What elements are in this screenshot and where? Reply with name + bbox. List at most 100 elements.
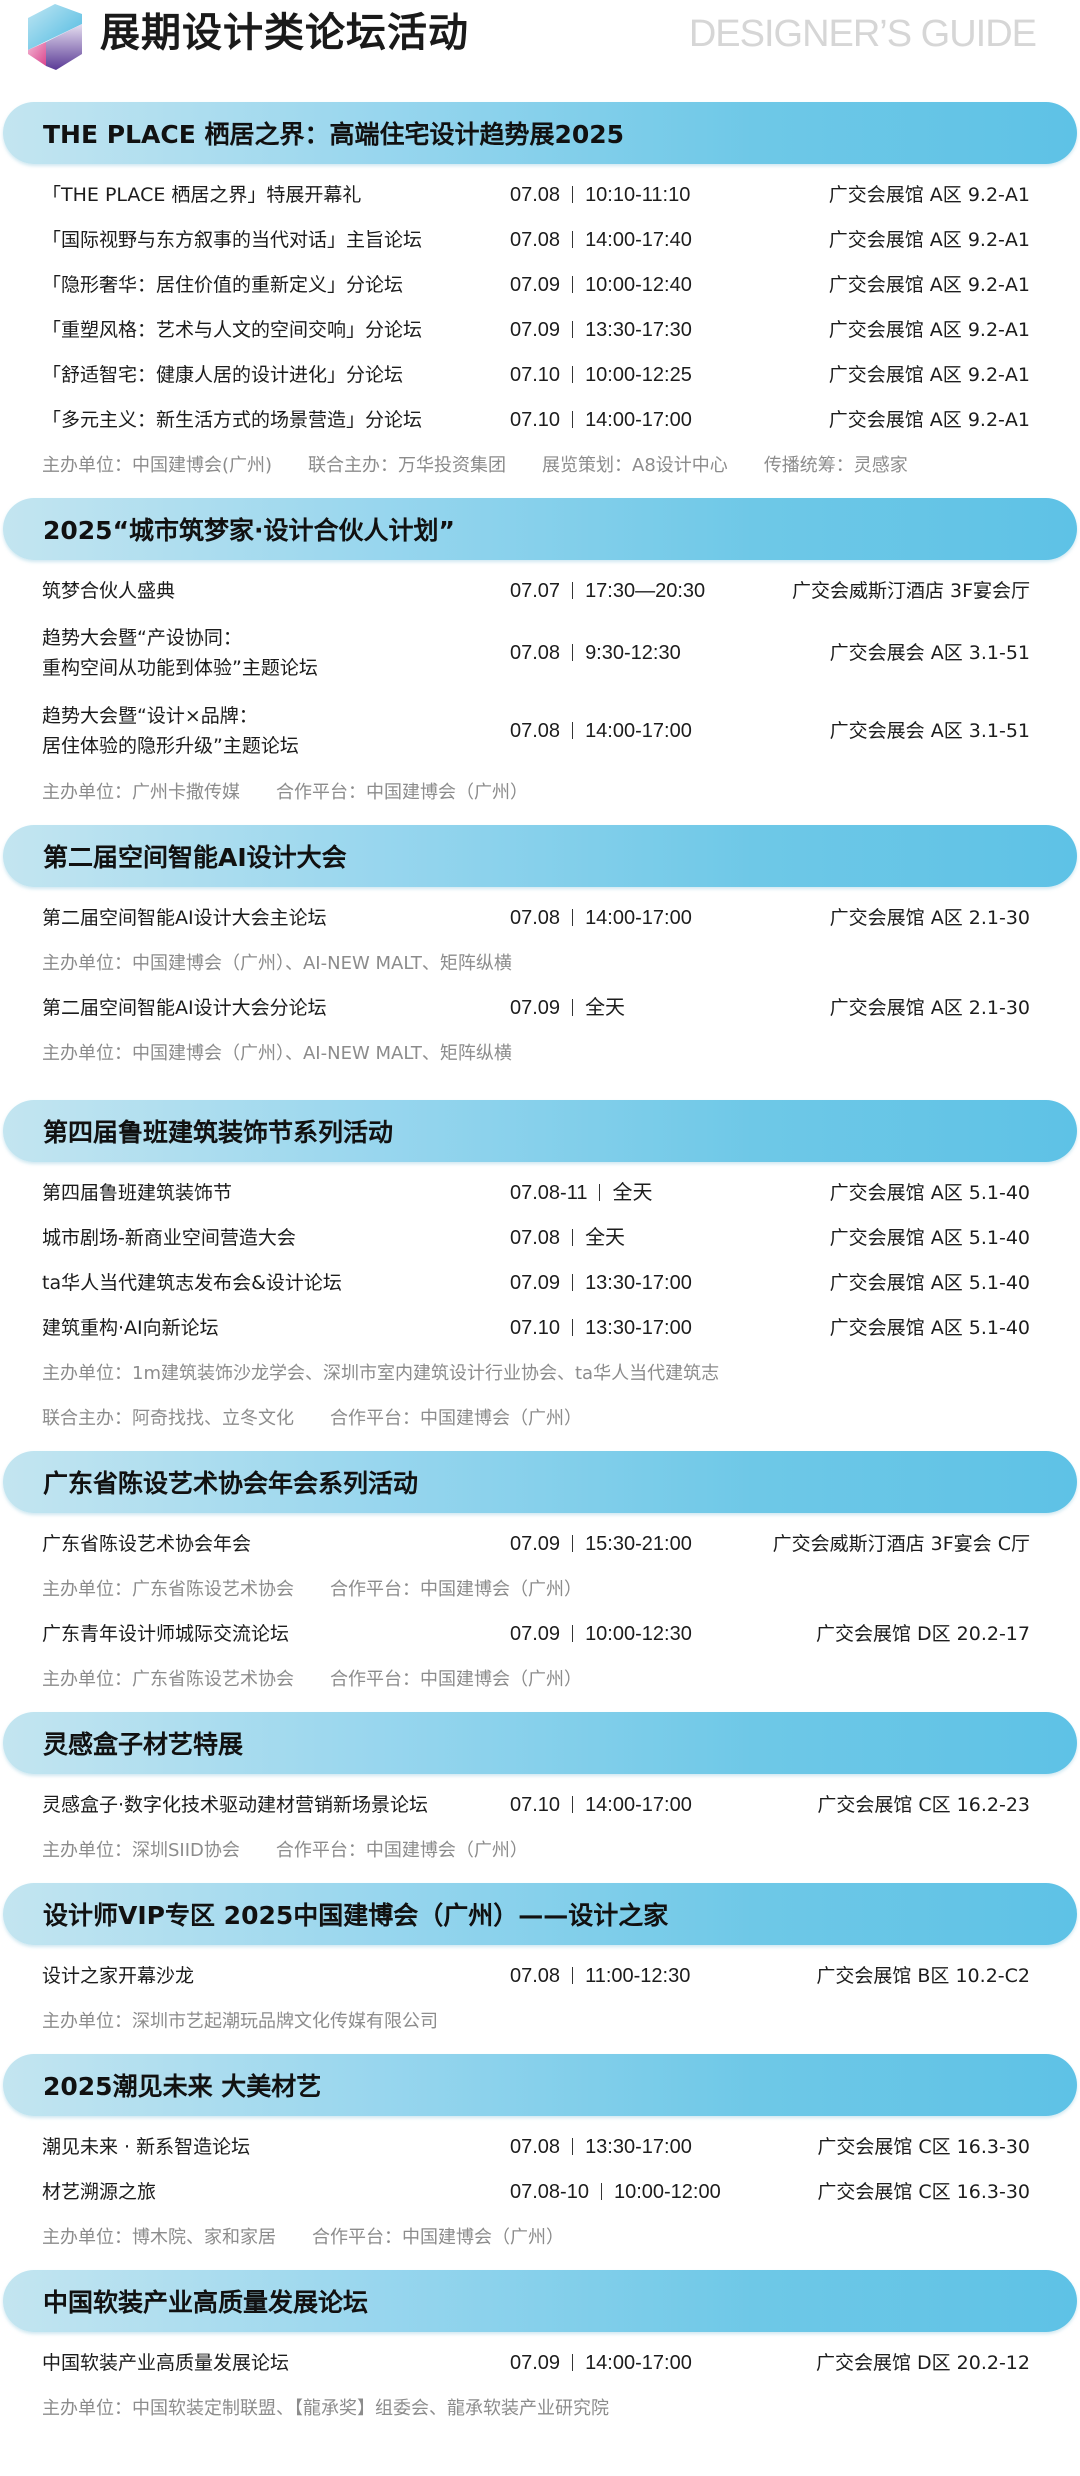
section-title-band: 设计师VIP专区 2025中国建博会（广州）——设计之家 — [3, 1883, 1077, 1945]
event-location: 广交会展馆 C区 16.3-30 — [817, 2136, 1030, 2158]
designers-guide-label: DESIGNER’S GUIDE — [688, 13, 1037, 55]
divider — [572, 2354, 574, 2371]
event-location: 广交会展馆 A区 5.1-40 — [829, 1317, 1030, 1339]
event-time: 10:00-12:25 — [585, 364, 692, 386]
event-time: 14:00-17:00 — [585, 1794, 692, 1816]
event-date: 07.07 — [510, 580, 561, 602]
event-time: 15:30-21:00 — [585, 1533, 692, 1555]
section-title-band: 中国软装产业高质量发展论坛 — [3, 2270, 1077, 2332]
event-datetime: 07.08 9:30-12:30 — [510, 614, 681, 692]
event-time: 10:10-11:10 — [585, 184, 691, 206]
event-location: 广交会展会 A区 3.1-51 — [829, 720, 1030, 742]
event-time: 10:00-12:40 — [585, 274, 692, 296]
event-time: 13:30-17:00 — [585, 1272, 692, 1294]
event-name: 趋势大会暨“产设协同：重构空间从功能到体验”主题论坛 — [42, 623, 318, 683]
event-location: 广交会展馆 A区 9.2-A1 — [828, 184, 1030, 206]
section-title-band: 广东省陈设艺术协会年会系列活动 — [3, 1451, 1077, 1513]
event-date: 07.09 — [510, 274, 561, 296]
event-location: 广交会展馆 D区 20.2-17 — [815, 1623, 1030, 1645]
organizer-item: 展览策划：A8设计中心 — [542, 455, 728, 476]
divider — [572, 1535, 574, 1552]
event-location: 广交会威斯汀酒店 3F宴会厅 — [791, 580, 1030, 602]
event-time: 9:30-12:30 — [585, 642, 681, 664]
organizer-item: 合作平台：中国建博会（广州） — [330, 1669, 582, 1690]
event-section: THE PLACE 栖居之界：高端住宅设计趋势展2025「THE PLACE 栖… — [0, 102, 1080, 488]
event-date: 07.08 — [510, 229, 561, 251]
event-name: 「重塑风格：艺术与人文的空间交响」分论坛 — [42, 319, 423, 341]
event-name: 灵感盒子·数字化技术驱动建材营销新场景论坛 — [42, 1794, 429, 1816]
event-location: 广交会展馆 B区 10.2-C2 — [816, 1965, 1030, 1987]
event-row[interactable]: 趋势大会暨“产设协同：重构空间从功能到体验”主题论坛 07.08 9:30-12:3… — [0, 614, 1080, 692]
event-name: 「国际视野与东方叙事的当代对话」主旨论坛 — [42, 229, 423, 251]
event-name: 第二届空间智能AI设计大会分论坛 — [42, 997, 327, 1019]
event-date: 07.09 — [510, 319, 561, 341]
page-header: 展期设计类论坛活动 DESIGNER’S GUIDE — [0, 0, 1080, 70]
event-name: 第四届鲁班建筑装饰节 — [42, 1182, 233, 1204]
event-location: 广交会展馆 A区 5.1-40 — [829, 1272, 1030, 1294]
event-time: 14:00-17:00 — [585, 720, 692, 742]
event-location: 广交会展馆 A区 9.2-A1 — [828, 274, 1030, 296]
organizer-item: 合作平台：中国建博会（广州） — [275, 1840, 528, 1861]
event-name: 材艺溯源之旅 — [42, 2181, 157, 2203]
divider — [572, 644, 574, 661]
organizer-info: 主办单位：博木院、家和家居合作平台：中国建博会（广州） — [0, 2215, 1080, 2260]
organizer-info: 主办单位：中国建博会（广州）、AI-NEW MALT、矩阵纵横 — [0, 1031, 1080, 1076]
event-location: 广交会展馆 C区 16.3-30 — [817, 2181, 1030, 2203]
section-title-band: 灵感盒子材艺特展 — [3, 1712, 1077, 1774]
event-location: 广交会展馆 A区 9.2-A1 — [828, 229, 1030, 251]
page-title: 展期设计类论坛活动 — [100, 10, 469, 56]
event-name-line: 趋势大会暨“设计×品牌： — [42, 705, 258, 727]
event-date: 07.08 — [510, 642, 561, 664]
event-time: 全天 — [585, 1227, 626, 1249]
event-sections: THE PLACE 栖居之界：高端住宅设计趋势展2025「THE PLACE 栖… — [0, 102, 1080, 2441]
hexagon-logo-icon — [28, 4, 82, 70]
event-location: 广交会展馆 C区 16.2-23 — [817, 1794, 1030, 1816]
divider — [572, 1796, 574, 1813]
organizer-item: 主办单位：中国建博会（广州）、AI-NEW MALT、矩阵纵横 — [42, 1043, 512, 1064]
organizer-info: 主办单位：广州卡撒传媒合作平台：中国建博会（广州） — [0, 770, 1080, 815]
event-name: 趋势大会暨“设计×品牌：居住体验的隐形升级”主题论坛 — [42, 701, 299, 761]
event-date: 07.08 — [510, 184, 561, 206]
divider — [572, 1229, 574, 1246]
divider — [572, 231, 574, 248]
organizer-item: 主办单位：中国建博会(广州) — [42, 455, 273, 476]
event-location: 广交会展馆 A区 5.1-40 — [829, 1227, 1030, 1249]
